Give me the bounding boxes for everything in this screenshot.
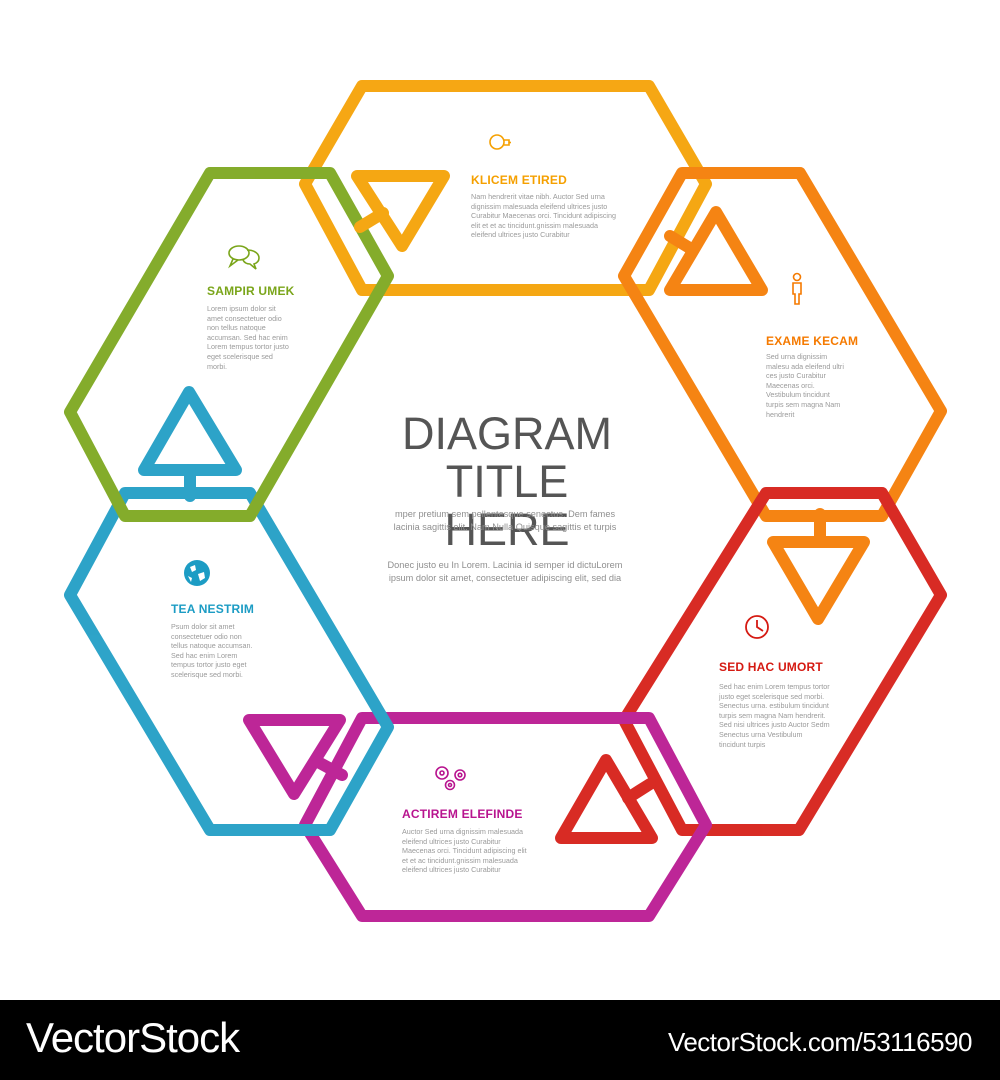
watermark-brand: VectorStock [26, 1014, 240, 1061]
chat-bubbles-icon [228, 245, 260, 270]
center-paragraph-1: mper pretium sem pellentesque senectus. … [393, 509, 617, 532]
center-paragraph-2: Donec justo eu In Lorem. Lacinia id semp… [387, 560, 623, 583]
segment-title-tea: TEA NESTRIM [171, 602, 255, 616]
watermark-id: VectorStock.com/53116590 [667, 1027, 973, 1057]
arrow-red-icon [555, 754, 658, 844]
connector-orange [664, 230, 699, 256]
segment-body-sampir: Lorem ipsum dolor sit amet consectetuer … [207, 304, 289, 371]
diagram-title-line1: DIAGRAM [401, 408, 612, 459]
hexagon-yellow [299, 80, 712, 296]
hexagon-orange [618, 167, 947, 522]
hexagon-red [618, 487, 947, 836]
segment-title-exame: EXAME KECAM [766, 334, 859, 348]
watermark-footer: VectorStock VectorStock.com/53116590 [0, 1000, 1000, 1080]
segment-title-sedhac: SED HAC UMORT [719, 660, 823, 674]
hexagon-green [64, 167, 394, 522]
gears-icon [435, 766, 466, 791]
clock-icon [745, 615, 769, 639]
segment-body-exame: Sed urna dignissim malesu ada eleifend u… [766, 352, 844, 419]
arrow-orange-down-icon [767, 536, 870, 625]
segment-title-sampir: SAMPIR UMEK [207, 284, 295, 298]
segment-body-actirem: Auctor Sed urna dignissim malesuada elei… [402, 827, 527, 875]
connector-magenta [312, 756, 348, 781]
globe-icon [184, 560, 210, 586]
diagram-title: DIAGRAM TITLE HERE [392, 410, 622, 554]
segment-body-sedhac: Sed hac enim Lorem tempus tortor justo e… [719, 682, 830, 749]
hexagon-magenta [299, 712, 712, 922]
arrow-blue-icon [138, 386, 242, 476]
segment-body-tea: Psum dolor sit amet consectetuer odio no… [171, 622, 253, 679]
connector-yellow [354, 207, 389, 233]
diagram-title-line2: TITLE HERE [444, 456, 570, 555]
segment-title-klicem: KLICEM ETIRED [471, 173, 567, 187]
hexagon-blue [64, 487, 394, 836]
segment-body-klicem: Nam hendrerit vitae nibh. Auctor Sed urn… [471, 192, 617, 240]
segment-title-actirem: ACTIREM ELEFINDE [402, 807, 523, 821]
lightbulb-icon [489, 134, 511, 150]
person-icon [792, 272, 802, 305]
hexagon-cycle-diagram [64, 80, 947, 922]
connector-red [622, 778, 656, 804]
